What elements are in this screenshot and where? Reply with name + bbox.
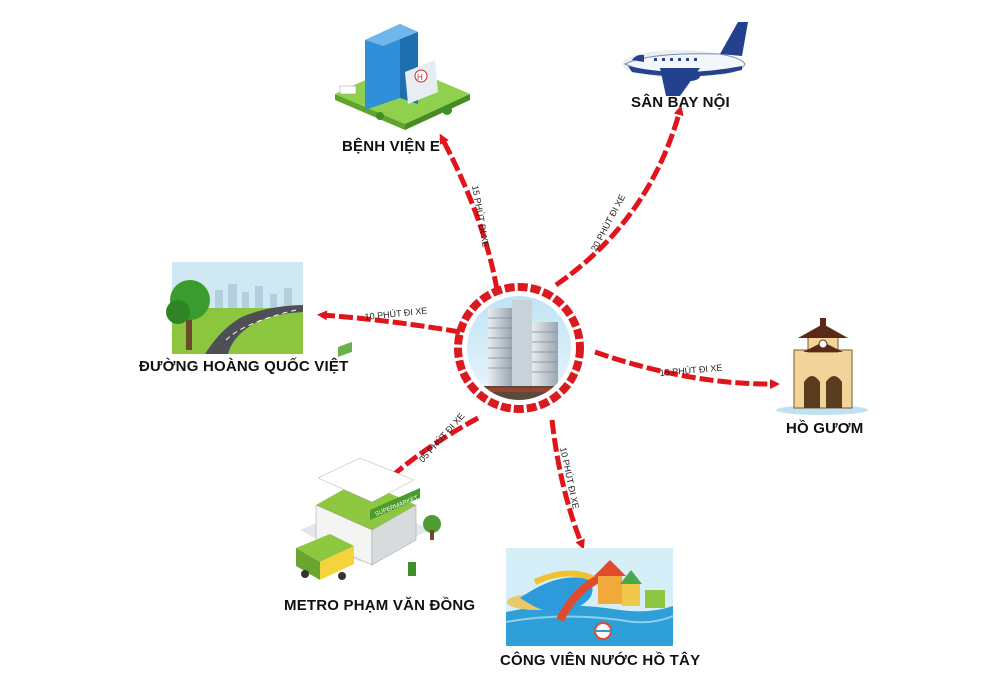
- center-project: [454, 283, 584, 413]
- supermarket-icon: SUPERMARKET: [296, 341, 441, 580]
- waterpark-icon: [505, 548, 674, 646]
- road-icon: [166, 262, 303, 354]
- label-ho-guom: HỒ GƯƠM: [786, 420, 864, 437]
- label-benh-vien-e: BỆNH VIỆN E: [342, 138, 441, 155]
- label-metro-pham-van-dong: METRO PHẠM VĂN ĐỒNG: [284, 597, 476, 614]
- route-ho-guom: [594, 349, 780, 390]
- hospital-icon: H: [335, 24, 470, 130]
- tower-icon: [776, 318, 868, 415]
- route-label-benh-vien-e: 15 PHÚT ĐI XE: [470, 185, 491, 249]
- building-photo: [467, 296, 571, 400]
- label-san-bay-noi: SÂN BAY NỘI: [631, 94, 730, 111]
- route-label-metro-pham-van-dong: 05 PHÚT ĐI XE: [417, 411, 466, 464]
- route-label-duong-hoang-quoc-viet: 10 PHÚT ĐI XE: [364, 305, 428, 322]
- route-benh-vien-e: [439, 133, 500, 291]
- label-cong-vien-nuoc-ho-tay: CÔNG VIÊN NƯỚC HỒ TÂY: [500, 652, 701, 669]
- svg-text:H: H: [417, 73, 423, 82]
- route-cong-vien-nuoc-ho-tay: [549, 419, 585, 550]
- label-duong-hoang-quoc-viet: ĐƯỜNG HOÀNG QUỐC VIỆT: [139, 358, 349, 375]
- route-san-bay-noi: [554, 105, 684, 288]
- airplane-icon: [622, 22, 748, 96]
